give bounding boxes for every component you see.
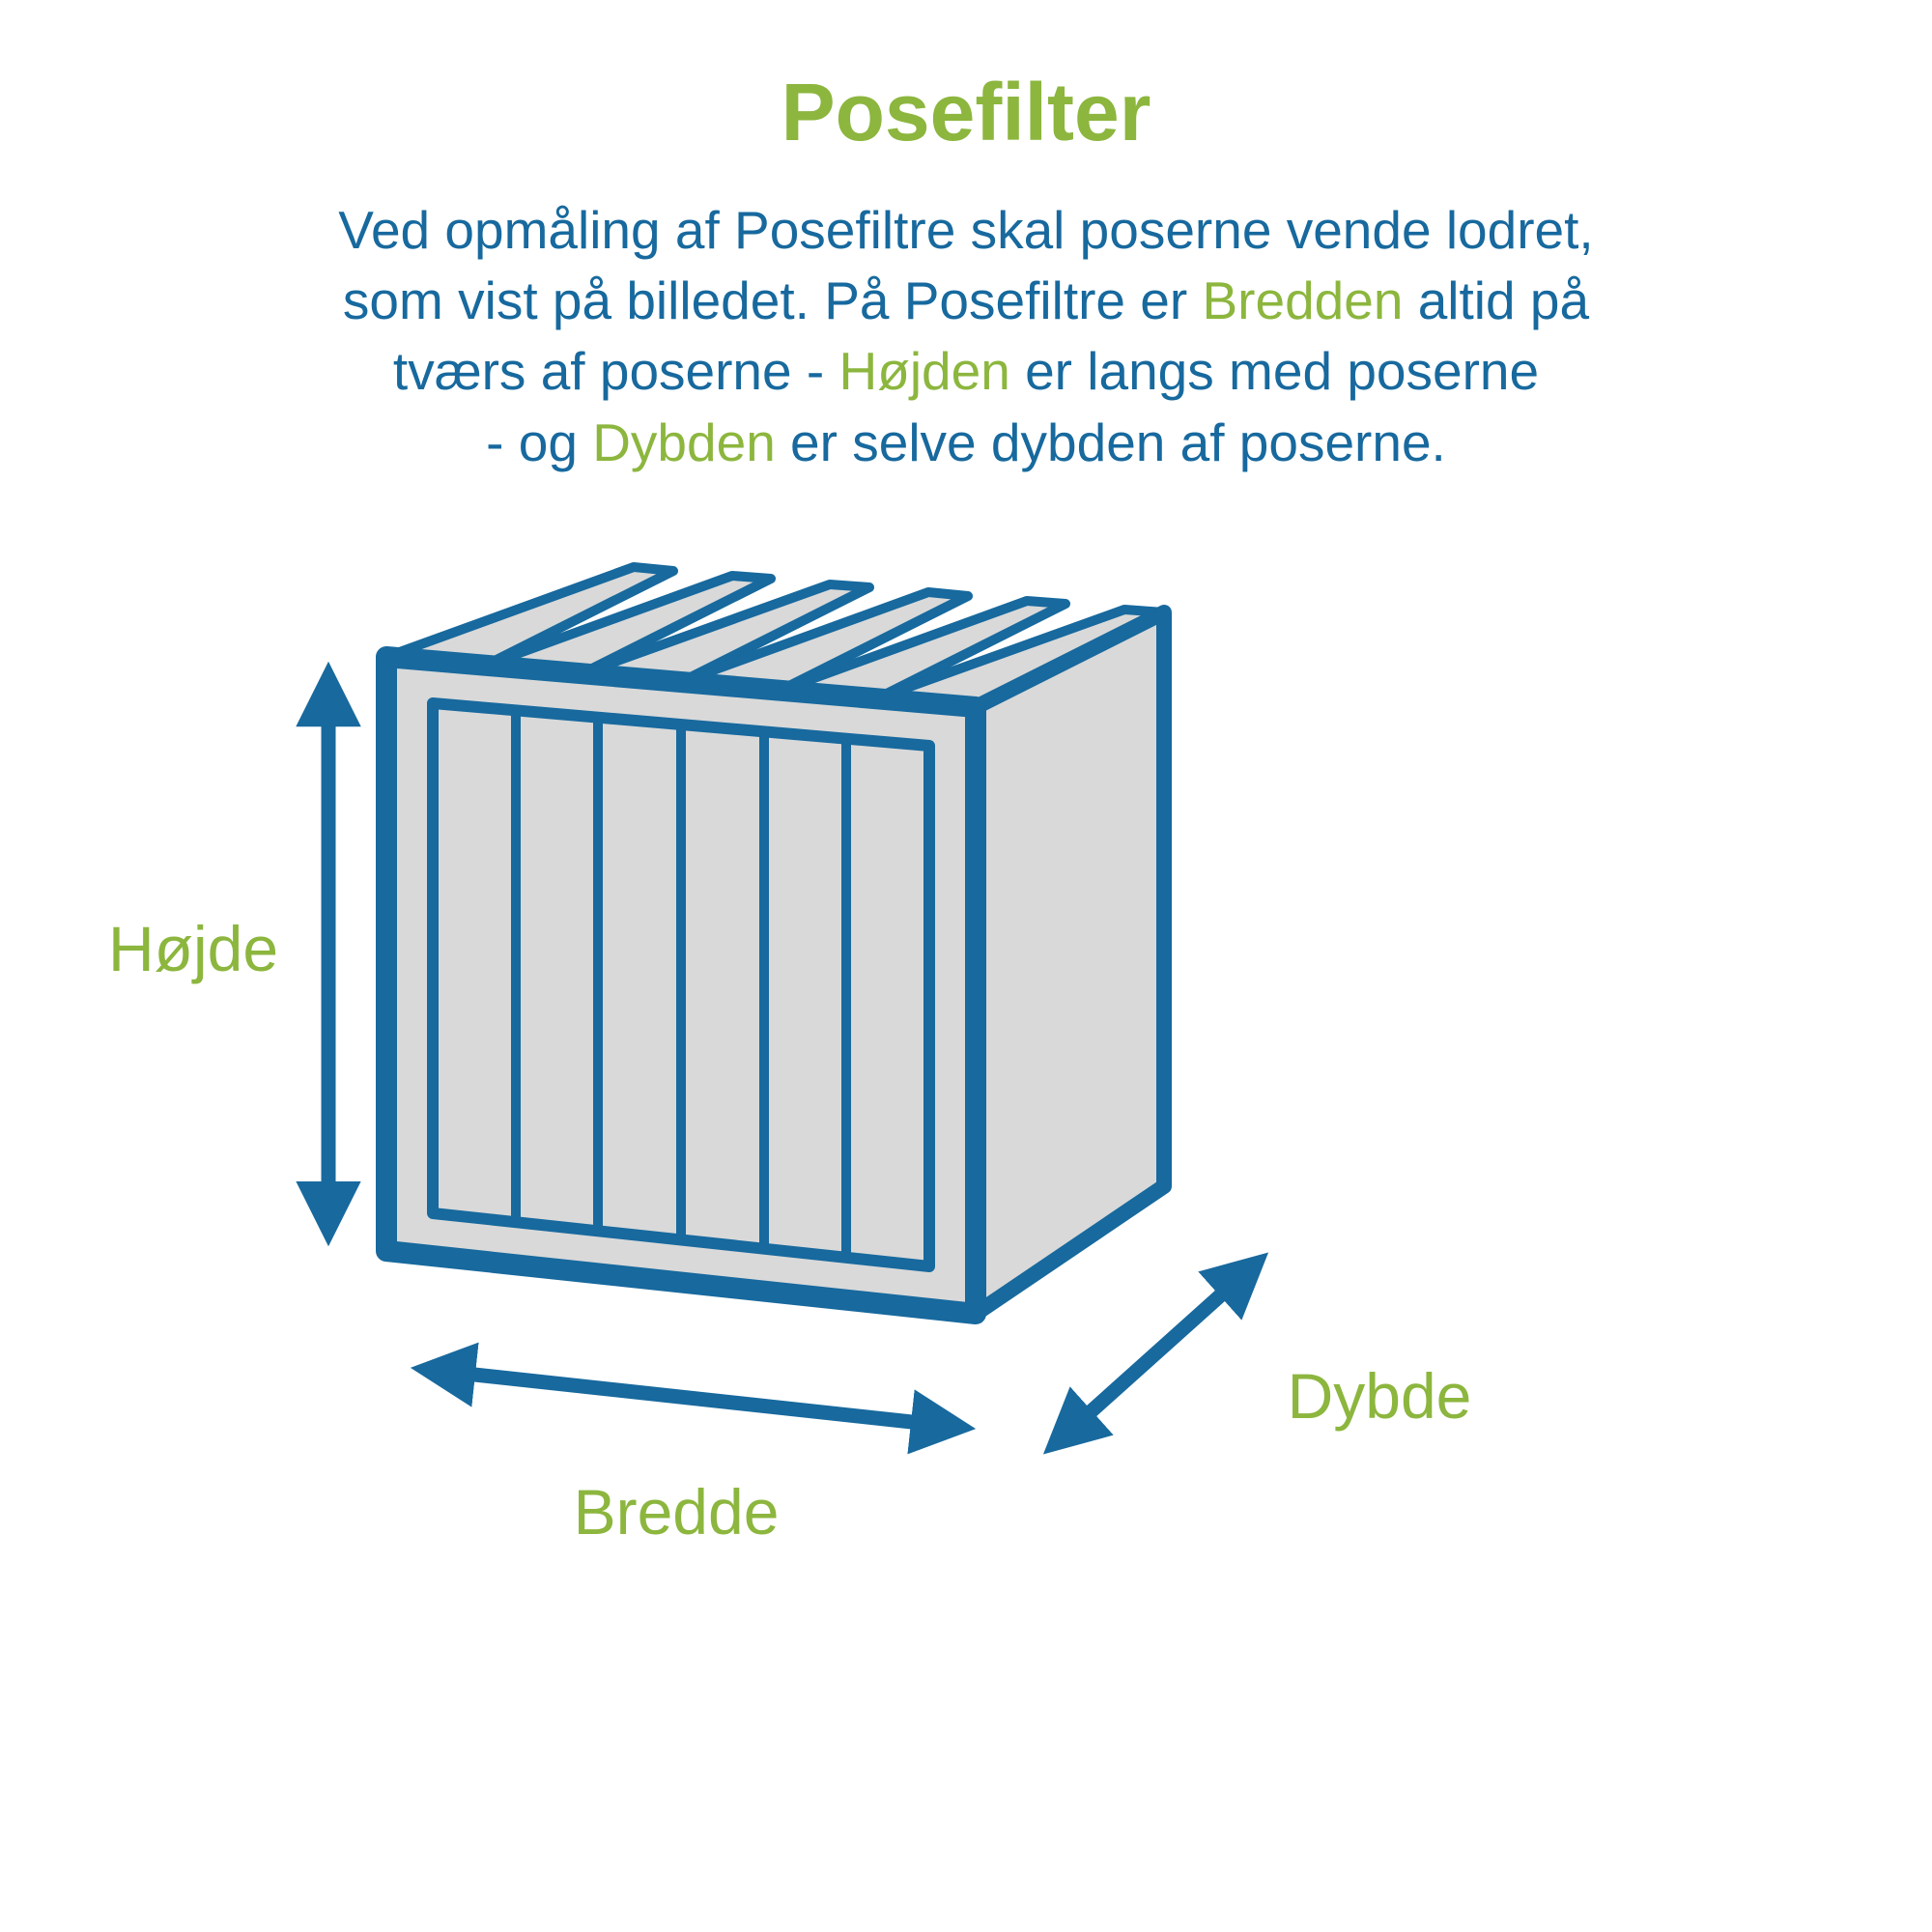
depth-arrow [1042,1252,1269,1455]
width-arrow [410,1342,977,1455]
width-label: Bredde [574,1476,780,1548]
intro-line-3-start: tværs af poserne - [392,341,839,402]
page-title: Posefilter [781,67,1151,157]
filter-side-panel [968,605,1172,1321]
intro-line-4-start: - og [486,412,593,472]
intro-line-2-start: som vist på billedet. På Posefiltre er [342,270,1203,331]
depth-label: Dybde [1288,1360,1472,1432]
intro-paragraph: Ved opmåling af Posefiltre skal poserne … [145,195,1787,478]
intro-line-3-end: er langs med poserne [1009,341,1540,402]
dybden-highlight: Dybden [592,412,776,472]
intro-line-4-end: er selve dybden af poserne. [775,412,1446,472]
intro-line-1: Ved opmåling af Posefiltre skal poserne … [338,200,1594,261]
pocket-dividers [511,710,851,1258]
hojden-highlight: Højden [838,341,1010,402]
intro-line-2-end: altid på [1403,270,1590,331]
bredden-highlight: Bredden [1202,270,1404,331]
height-label: Højde [108,913,278,984]
